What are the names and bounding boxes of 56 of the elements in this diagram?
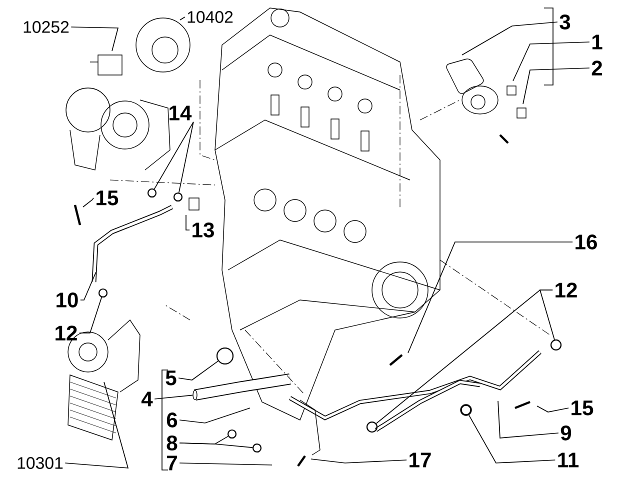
leader-line bbox=[498, 400, 559, 438]
leader-line bbox=[408, 242, 574, 354]
o-ring bbox=[550, 339, 562, 351]
leader-line bbox=[70, 26, 119, 52]
callout-number: 15 bbox=[96, 190, 118, 206]
callout-number: 17 bbox=[410, 452, 431, 468]
leader-line bbox=[154, 394, 194, 400]
part-number: 10301 bbox=[18, 457, 63, 469]
leader-line bbox=[310, 458, 408, 464]
part-number: 10252 bbox=[24, 21, 69, 33]
o-ring bbox=[366, 421, 378, 433]
callout-number: 12 bbox=[556, 282, 577, 298]
leader-line bbox=[376, 290, 554, 424]
leader-line bbox=[178, 360, 218, 380]
callout-number: 15 bbox=[572, 400, 594, 416]
leader-line bbox=[180, 16, 186, 20]
callout-number: 3 bbox=[560, 14, 570, 30]
leader-line bbox=[154, 122, 194, 190]
leader-line bbox=[64, 382, 129, 468]
part-number: 10402 bbox=[188, 11, 233, 23]
callout-number: 14 bbox=[170, 106, 192, 120]
leader-line bbox=[468, 414, 556, 464]
o-ring bbox=[173, 192, 183, 202]
callout-number: 6 bbox=[166, 412, 178, 428]
leader-line bbox=[80, 272, 96, 300]
leader-line bbox=[462, 22, 558, 56]
o-ring bbox=[98, 288, 108, 298]
callout-number: 11 bbox=[558, 452, 579, 468]
callout-number: 9 bbox=[560, 426, 572, 440]
leader-line bbox=[179, 462, 272, 466]
callout-number: 2 bbox=[592, 60, 602, 76]
leader-line bbox=[179, 442, 253, 448]
leader-line bbox=[82, 198, 94, 208]
callout-number: 5 bbox=[166, 370, 176, 386]
o-ring bbox=[227, 429, 237, 439]
leader-line bbox=[536, 406, 570, 412]
o-ring bbox=[252, 443, 262, 453]
leader-line bbox=[178, 122, 194, 193]
leader-line bbox=[522, 68, 590, 104]
leader-line bbox=[512, 42, 590, 82]
o-ring bbox=[460, 404, 472, 416]
callout-number: 10 bbox=[56, 292, 78, 308]
callout-number: 4 bbox=[141, 392, 153, 406]
leader-line bbox=[186, 214, 190, 230]
leader-line bbox=[539, 290, 555, 340]
leader-line bbox=[179, 408, 250, 424]
plug bbox=[216, 347, 234, 365]
callout-number: 7 bbox=[167, 456, 177, 470]
callout-number: 13 bbox=[192, 222, 214, 238]
callout-number: 1 bbox=[592, 34, 602, 50]
pipe-end bbox=[192, 390, 198, 400]
callout-number: 8 bbox=[166, 436, 178, 450]
callout-number: 16 bbox=[576, 234, 597, 250]
callout-number: 12 bbox=[56, 326, 77, 340]
o-ring bbox=[147, 188, 157, 198]
leader-line bbox=[79, 296, 102, 334]
